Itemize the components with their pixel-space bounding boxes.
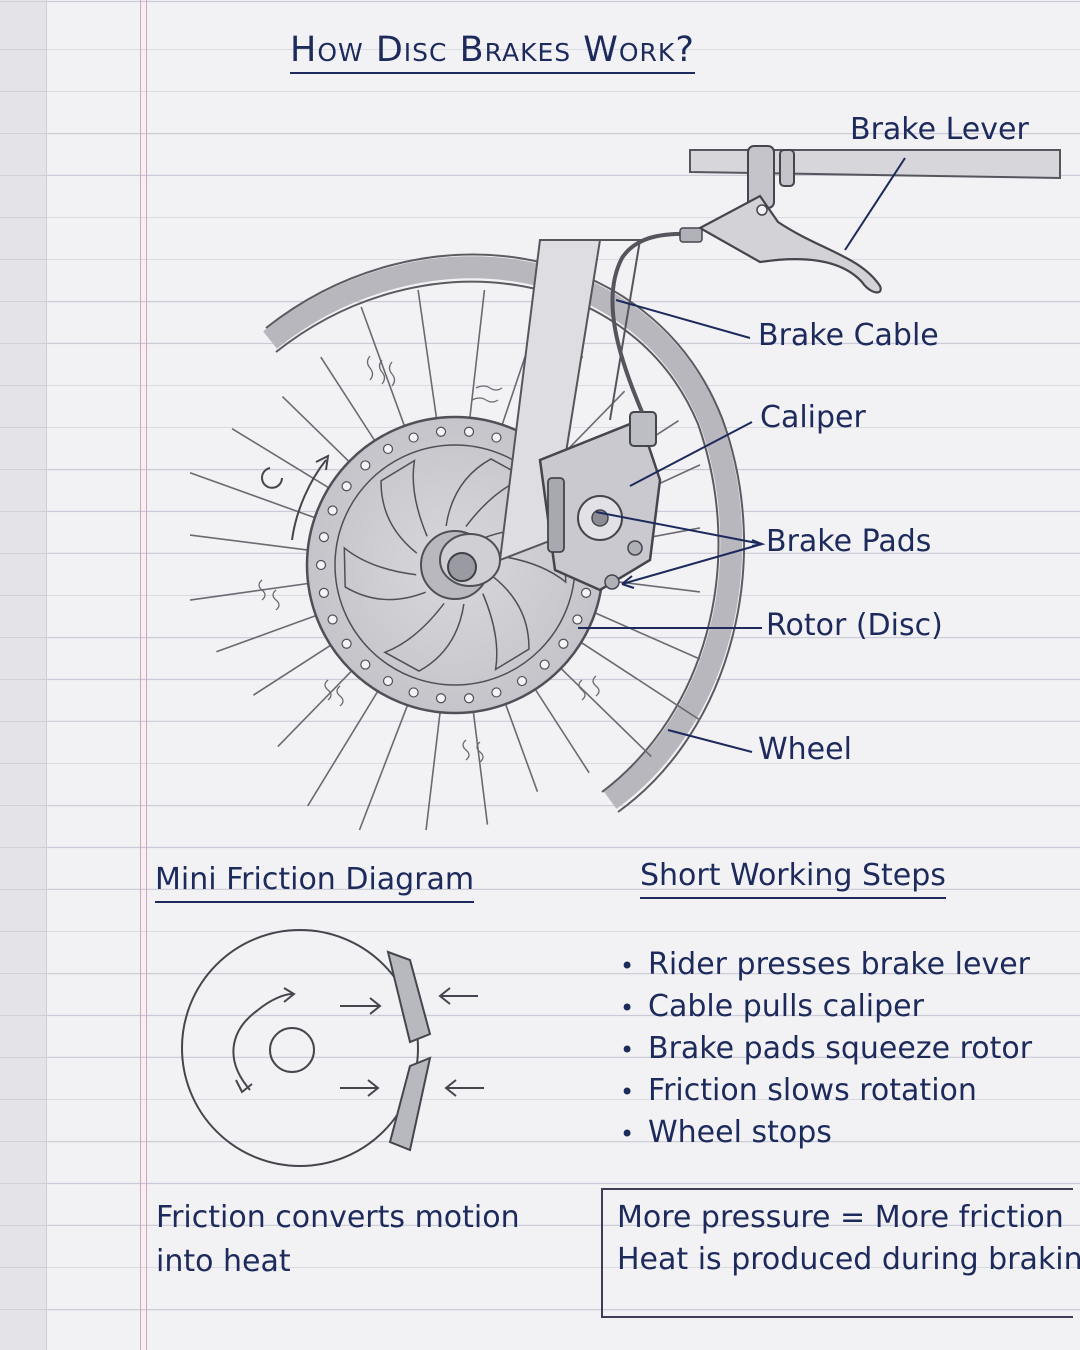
spoke [468, 289, 486, 426]
mini-friction-diagram [181, 929, 484, 1167]
notebook-binding [0, 0, 47, 1350]
rotor-hole [516, 675, 528, 687]
list-item: Cable pulls caliper [620, 986, 1032, 1028]
spoke [530, 682, 590, 774]
note-line-1: More pressure = More friction [617, 1200, 1064, 1235]
steps-list: Rider presses brake lever Cable pulls ca… [620, 944, 1032, 1154]
spoke [189, 581, 317, 601]
rotor-hole [463, 426, 475, 437]
list-item: Brake pads squeeze rotor [620, 1028, 1032, 1070]
rotor-hole [572, 614, 583, 625]
spoke [360, 306, 408, 434]
leader-lines [578, 157, 906, 753]
wheel-rim [263, 253, 746, 813]
rotor-hole [408, 432, 419, 443]
rotor-hole [580, 587, 592, 598]
list-item: Friction slows rotation [620, 1070, 1032, 1112]
brake-cable [610, 231, 701, 413]
rotation-arrow [261, 454, 330, 541]
spoke [231, 427, 336, 493]
rotor-hole [360, 460, 371, 471]
rotor-hole [341, 638, 352, 649]
spoke [502, 696, 539, 792]
spoke [189, 534, 316, 552]
label-wheel: Wheel [758, 732, 852, 767]
rotor-hole [463, 693, 475, 704]
spoke [216, 612, 324, 653]
label-caliper: Caliper [760, 400, 866, 435]
rotor-hole [382, 675, 394, 687]
rotor-hole [315, 559, 327, 571]
spoke [587, 608, 701, 660]
brake-caliper [538, 411, 662, 592]
margin-line-left [140, 0, 141, 1350]
list-item: Rider presses brake lever [620, 944, 1032, 986]
spoke [471, 703, 489, 825]
label-brake-pads: Brake Pads [766, 524, 932, 559]
label-rotor: Rotor (Disc) [766, 608, 943, 643]
spoke [320, 356, 380, 448]
handlebar-and-lever [679, 145, 1061, 294]
rotor-hole [327, 614, 338, 625]
spoke [358, 697, 412, 831]
margin-line-right [146, 0, 147, 1350]
spoke [574, 637, 701, 721]
rotor-hole [491, 687, 502, 698]
rotor-hole [382, 443, 394, 455]
spoke [277, 664, 358, 748]
rotor-hole [360, 659, 371, 670]
rotor-arm [380, 459, 428, 554]
rotor-arm [343, 546, 426, 601]
rotor-hole [341, 481, 352, 492]
rotor-hole [327, 505, 338, 516]
label-brake-cable: Brake Cable [758, 318, 939, 353]
steps-heading: Short Working Steps [640, 858, 946, 899]
rotor-hole [491, 432, 502, 443]
heat-marks [258, 355, 600, 763]
rotor-arm [482, 576, 530, 671]
rotor-hole [558, 638, 569, 649]
mini-caption-line-2: into heat [156, 1244, 291, 1279]
rotor-arm [383, 603, 465, 672]
spoke [554, 662, 652, 758]
mini-caption-line-1: Friction converts motion [156, 1200, 520, 1235]
rotor-arm [445, 458, 527, 527]
rotor-hole [408, 687, 419, 698]
rotor-hole [318, 587, 330, 598]
spoke [417, 289, 439, 427]
spoke [189, 471, 323, 522]
spoke [252, 640, 338, 696]
spoke [307, 684, 383, 807]
note-box: More pressure = More friction Heat is pr… [601, 1188, 1080, 1318]
spoke [425, 704, 442, 831]
page-title: How Disc Brakes Work? [290, 30, 695, 74]
rotor-hole [318, 532, 330, 543]
rotor-hole [435, 693, 447, 704]
list-item: Wheel stops [620, 1112, 1032, 1154]
rotor-hole [435, 426, 447, 437]
rotor-hole [539, 659, 550, 670]
label-brake-lever: Brake Lever [850, 112, 1029, 147]
mini-diagram-heading: Mini Friction Diagram [155, 862, 475, 903]
spoke [281, 395, 356, 468]
wheel-spokes [189, 289, 701, 831]
note-line-2: Heat is produced during braking [617, 1242, 1080, 1277]
